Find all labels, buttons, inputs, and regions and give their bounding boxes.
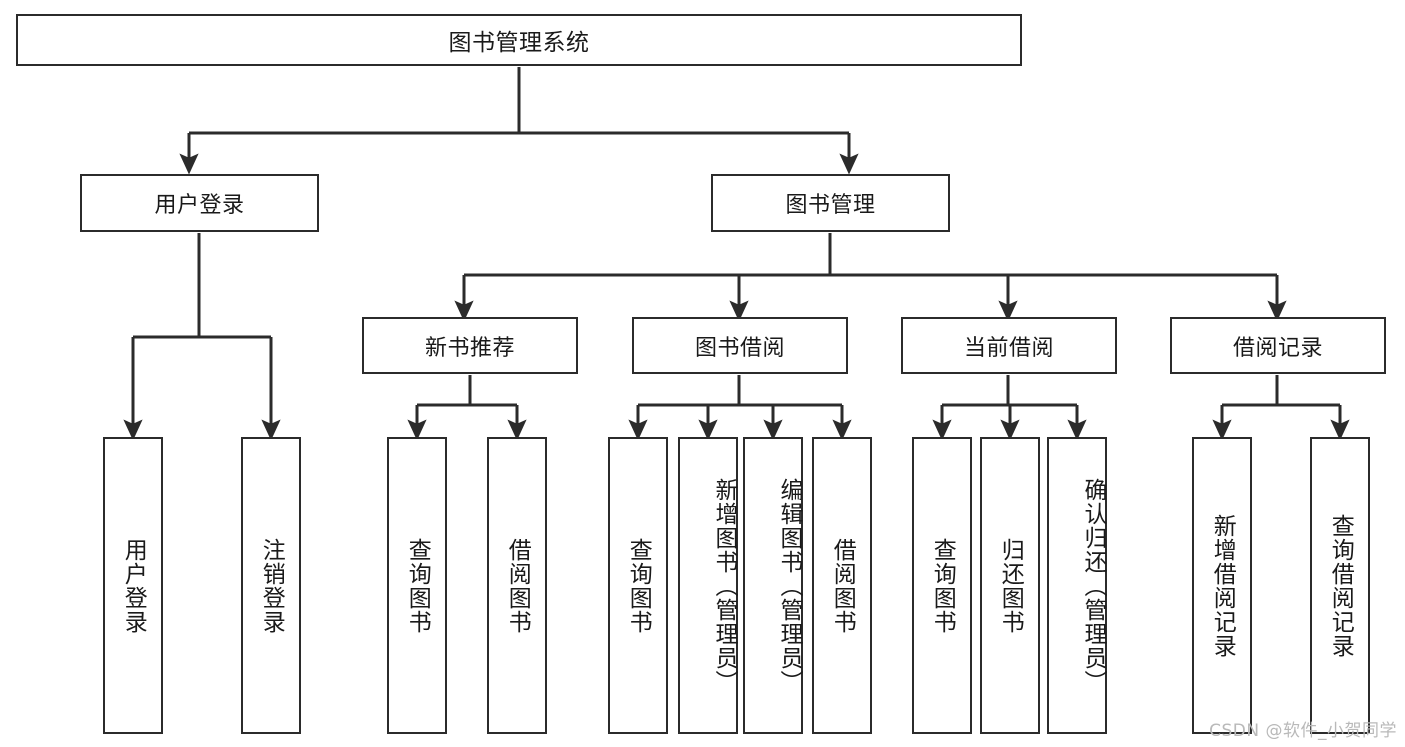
node-new-book-recommend[interactable]: 新书推荐: [362, 317, 578, 374]
leaf-borrow-add-book-admin[interactable]: 新增图书（管理员）: [678, 437, 738, 734]
node-book-management[interactable]: 图书管理: [711, 174, 950, 232]
node-borrow-record[interactable]: 借阅记录: [1170, 317, 1386, 374]
node-label: 借阅图书: [504, 537, 531, 634]
node-label: 新书推荐: [424, 335, 515, 361]
leaf-record-add-record[interactable]: 新增借阅记录: [1192, 437, 1252, 734]
node-root-system[interactable]: 图书管理系统: [16, 14, 1022, 66]
node-current-borrow[interactable]: 当前借阅: [901, 317, 1117, 374]
leaf-user-login-login[interactable]: 用户登录: [103, 437, 163, 734]
node-label: 新增图书（管理员）: [711, 477, 737, 694]
node-label: 新增借阅记录: [1209, 513, 1236, 658]
node-label: 查询图书: [929, 537, 956, 634]
leaf-recommend-borrow-book[interactable]: 借阅图书: [487, 437, 547, 734]
leaf-user-login-logout[interactable]: 注销登录: [241, 437, 301, 734]
csdn-watermark: CSDN @软件_小贺同学: [1209, 721, 1397, 741]
leaf-borrow-query-book[interactable]: 查询图书: [608, 437, 668, 734]
node-book-borrow[interactable]: 图书借阅: [632, 317, 848, 374]
node-label: 查询借阅记录: [1327, 513, 1354, 658]
leaf-record-query-record[interactable]: 查询借阅记录: [1310, 437, 1370, 734]
node-label: 当前借阅: [963, 335, 1054, 361]
node-label: 图书借阅: [694, 335, 785, 361]
node-label: 借阅记录: [1232, 335, 1323, 361]
node-label: 图书管理: [785, 193, 876, 218]
node-label: 注销登录: [258, 537, 285, 634]
leaf-current-confirm-return-admin[interactable]: 确认归还（管理员）: [1047, 437, 1107, 734]
leaf-borrow-borrow-book[interactable]: 借阅图书: [812, 437, 872, 734]
node-user-login[interactable]: 用户登录: [80, 174, 319, 232]
node-label: 图书管理系统: [448, 30, 590, 56]
node-label: 用户登录: [154, 193, 245, 218]
node-label: 查询图书: [404, 537, 431, 634]
leaf-current-return-book[interactable]: 归还图书: [980, 437, 1040, 734]
node-label: 查询图书: [625, 537, 652, 634]
node-label: 编辑图书（管理员）: [776, 477, 802, 694]
node-label: 确认归还（管理员）: [1080, 477, 1106, 694]
node-label: 借阅图书: [829, 537, 856, 634]
node-label: 归还图书: [997, 537, 1024, 634]
node-label: 用户登录: [120, 537, 147, 634]
leaf-recommend-query-book[interactable]: 查询图书: [387, 437, 447, 734]
leaf-current-query-book[interactable]: 查询图书: [912, 437, 972, 734]
leaf-borrow-edit-book-admin[interactable]: 编辑图书（管理员）: [743, 437, 803, 734]
